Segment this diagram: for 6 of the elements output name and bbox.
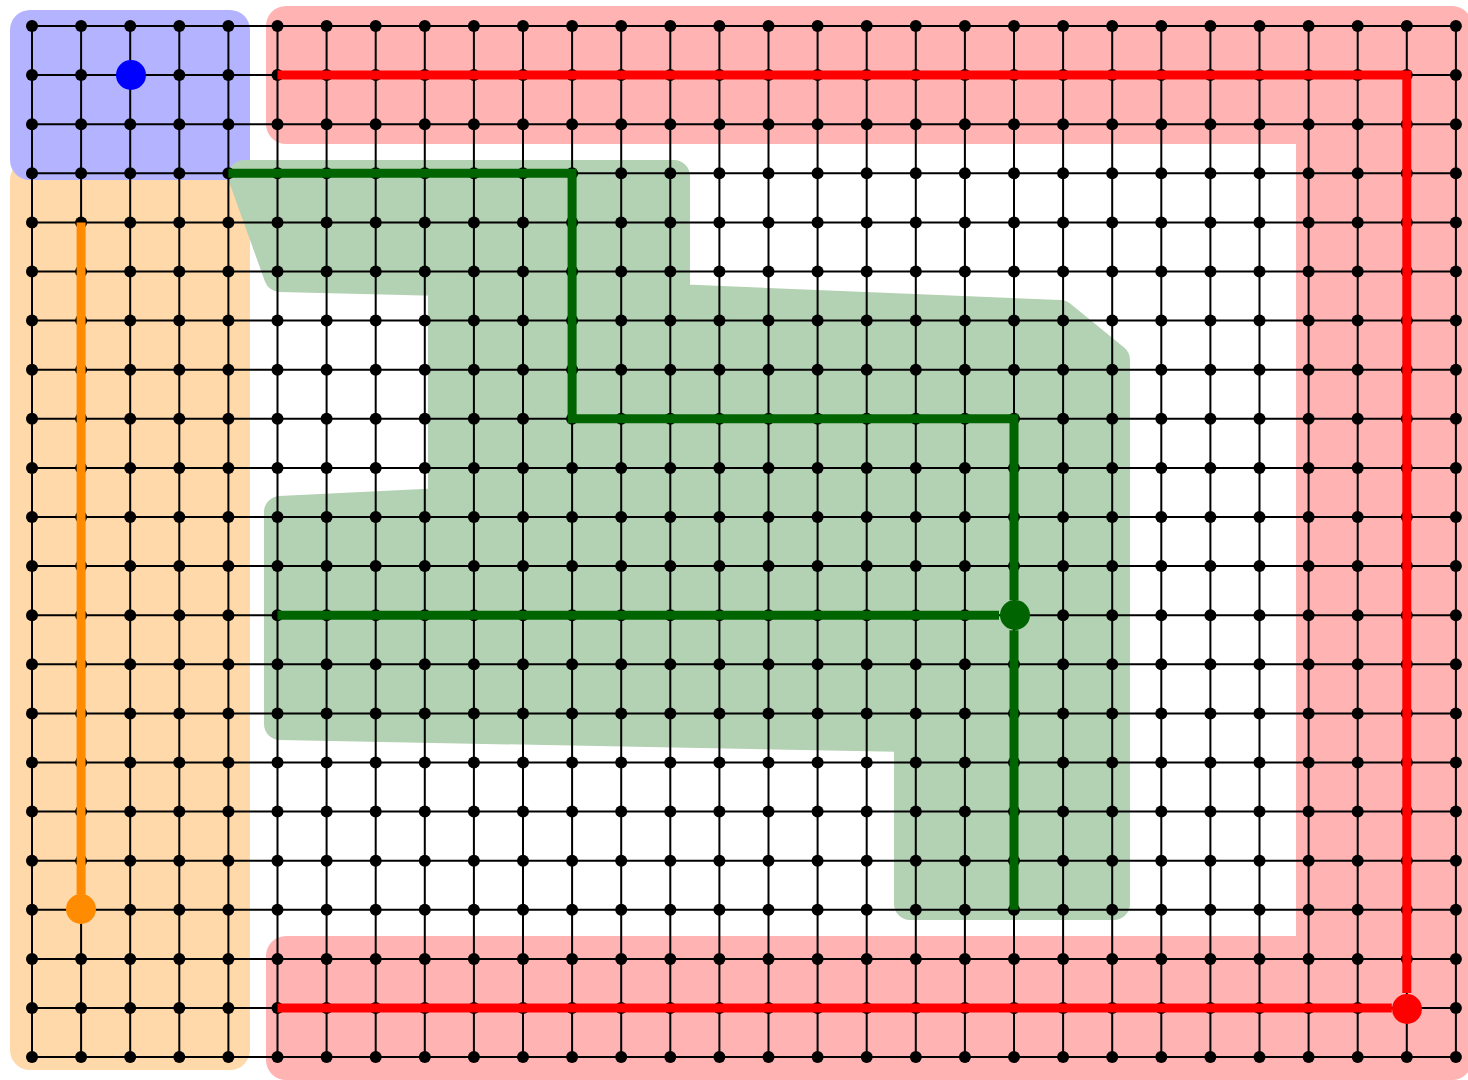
path-line <box>277 610 999 620</box>
path-line <box>76 222 86 895</box>
path-line <box>1009 630 1019 910</box>
path-line <box>277 1003 1392 1013</box>
path-line <box>228 168 1019 601</box>
path-line <box>277 70 1412 993</box>
